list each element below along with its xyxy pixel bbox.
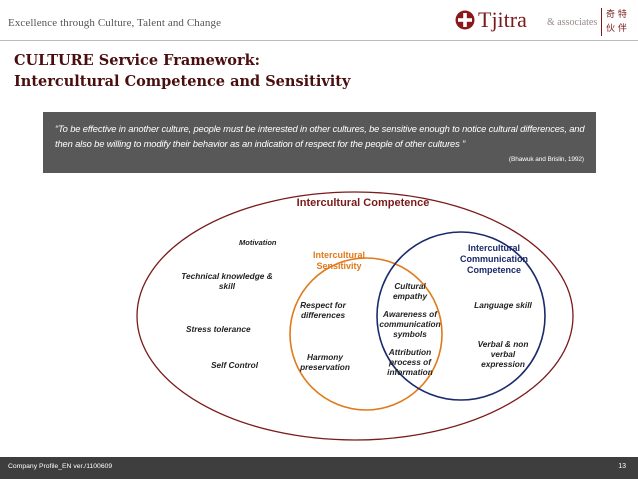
logo-chinese-line1: 奇 特 [606, 10, 627, 20]
logo-name: Tjitra [478, 7, 527, 32]
quote-box: “To be effective in another culture, peo… [43, 112, 596, 173]
page-number: 13 [618, 463, 626, 470]
cross-logo-icon [455, 10, 475, 30]
page-title-line2: Intercultural Competence and Sensitivity [14, 73, 351, 90]
intercultural-sensitivity-title: Intercultural Sensitivity [312, 250, 365, 271]
communication-circle [376, 231, 546, 401]
awareness-label: Awareness of communication symbols [379, 309, 441, 339]
quote-source: (Bhawuk and Brislin, 1992) [508, 156, 584, 163]
motivation-label: Motivation [239, 238, 277, 247]
intercultural-communication-title: Intercultural Communication Competence [459, 243, 528, 275]
cultural-empathy-label: Cultural empathy [392, 281, 428, 301]
verbal-expression-label: Verbal & non verbal expression [477, 339, 529, 369]
technical-knowledge-label: Technical knowledge & skill [181, 271, 273, 291]
header-bar: Excellence through Culture, Talent and C… [0, 0, 638, 40]
self-control-label: Self Control [211, 360, 259, 370]
footer-document-id: Company Profile_EN ver./1100609 [8, 463, 113, 470]
outer-competence-ellipse [136, 191, 574, 441]
language-skill-label: Language skill [474, 300, 532, 310]
quote-text: “To be effective in another culture, peo… [55, 123, 585, 149]
logo-associates: & associates [547, 17, 598, 28]
page-title: CULTURE Service Framework: Intercultural… [14, 50, 350, 92]
harmony-label: Harmony preservation [300, 352, 350, 372]
attribution-label: Attribution process of information [387, 347, 433, 377]
tagline: Excellence through Culture, Talent and C… [8, 17, 222, 29]
sensitivity-circle [289, 257, 443, 411]
respect-label: Respect for differences [300, 300, 346, 320]
intercultural-competence-title: Intercultural Competence [296, 197, 430, 209]
footer-bar: Company Profile_EN ver./1100609 13 [0, 457, 638, 479]
stress-tolerance-label: Stress tolerance [186, 324, 251, 334]
logo-divider [601, 8, 602, 36]
header-divider [0, 40, 638, 41]
logo-chinese: 奇 特 伙 伴 [606, 8, 636, 36]
page-title-line1: CULTURE Service Framework: [14, 52, 260, 69]
logo-chinese-line2: 伙 伴 [606, 24, 627, 34]
